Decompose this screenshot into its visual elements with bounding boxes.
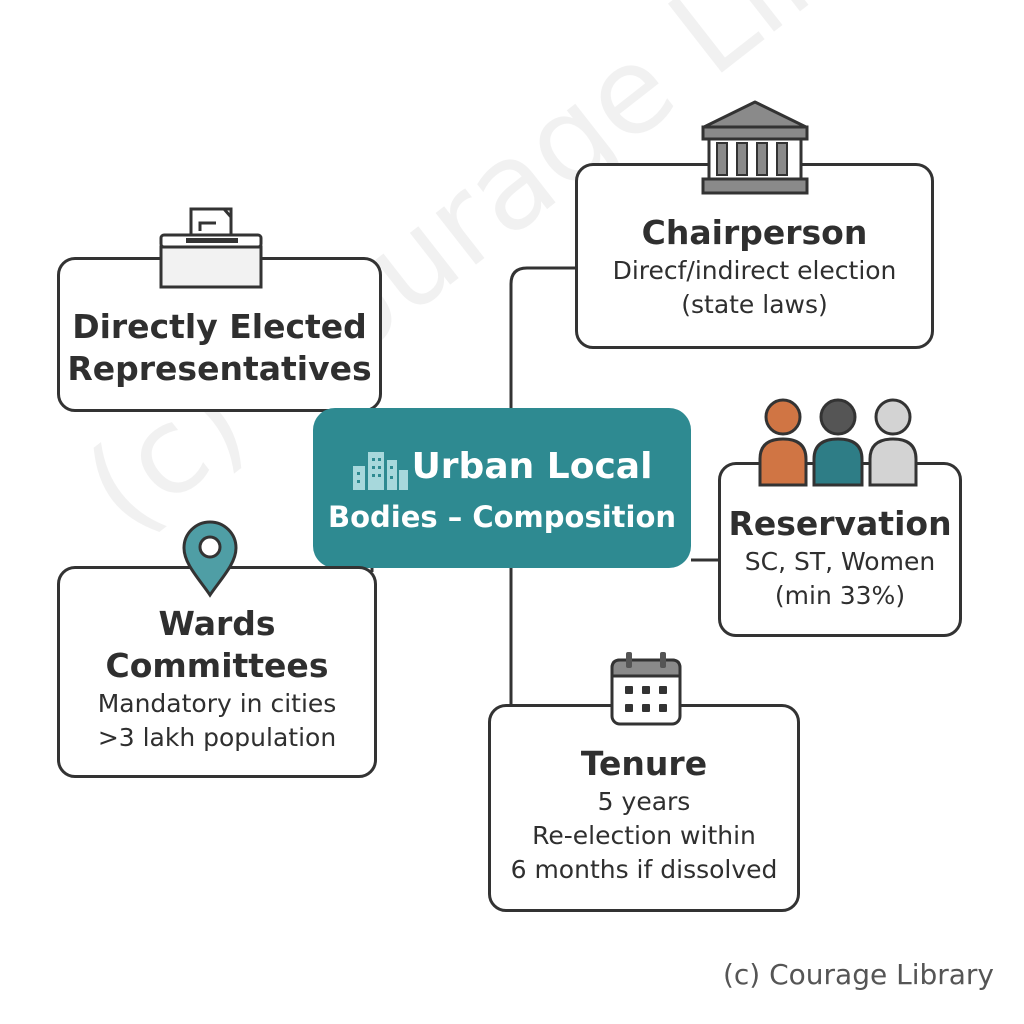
- node-tenure-desc-1: 5 years: [597, 787, 691, 816]
- node-tenure-title: Tenure: [580, 744, 708, 783]
- node-tenure-desc-2: Re-election within: [532, 821, 756, 850]
- node-reservation-title: Reservation: [728, 504, 952, 543]
- center-node: Urban Local Bodies – Composition: [313, 408, 691, 568]
- node-wards-title-1: Wards: [158, 604, 276, 643]
- connector-chairperson: [509, 266, 575, 408]
- node-tenure: Tenure 5 years Re-election within 6 mont…: [488, 704, 800, 912]
- calendar-icon: [610, 652, 682, 726]
- node-chairperson: Chairperson Direcf/indirect election (st…: [575, 163, 934, 349]
- node-wards-desc-2: >3 lakh population: [97, 723, 337, 752]
- node-reservation-desc-2: (min 33%): [774, 581, 906, 610]
- center-title-line2: Bodies – Composition: [327, 500, 677, 534]
- people-group-icon: [758, 398, 918, 487]
- node-reservation-desc-1: SC, ST, Women: [744, 547, 936, 576]
- location-pin-icon: [182, 520, 238, 598]
- node-wards-desc-1: Mandatory in cities: [97, 689, 337, 718]
- node-chairperson-desc-1: Direcf/indirect election: [612, 256, 897, 285]
- node-wards-title-2: Committees: [105, 646, 329, 685]
- node-tenure-desc-3: 6 months if dissolved: [510, 855, 778, 884]
- center-title-line1: Urban Local: [411, 446, 653, 487]
- government-building-icon: [701, 100, 809, 195]
- node-reservation: Reservation SC, ST, Women (min 33%): [718, 462, 962, 637]
- node-directly-elected-title-2: Representatives: [67, 349, 372, 388]
- node-directly-elected-title-1: Directly Elected: [72, 307, 367, 346]
- city-buildings-icon: [353, 452, 408, 490]
- node-chairperson-title: Chairperson: [641, 213, 868, 252]
- node-chairperson-desc-2: (state laws): [681, 290, 828, 319]
- credit-text: (c) Courage Library: [722, 958, 994, 991]
- ballot-box-icon: [159, 207, 263, 289]
